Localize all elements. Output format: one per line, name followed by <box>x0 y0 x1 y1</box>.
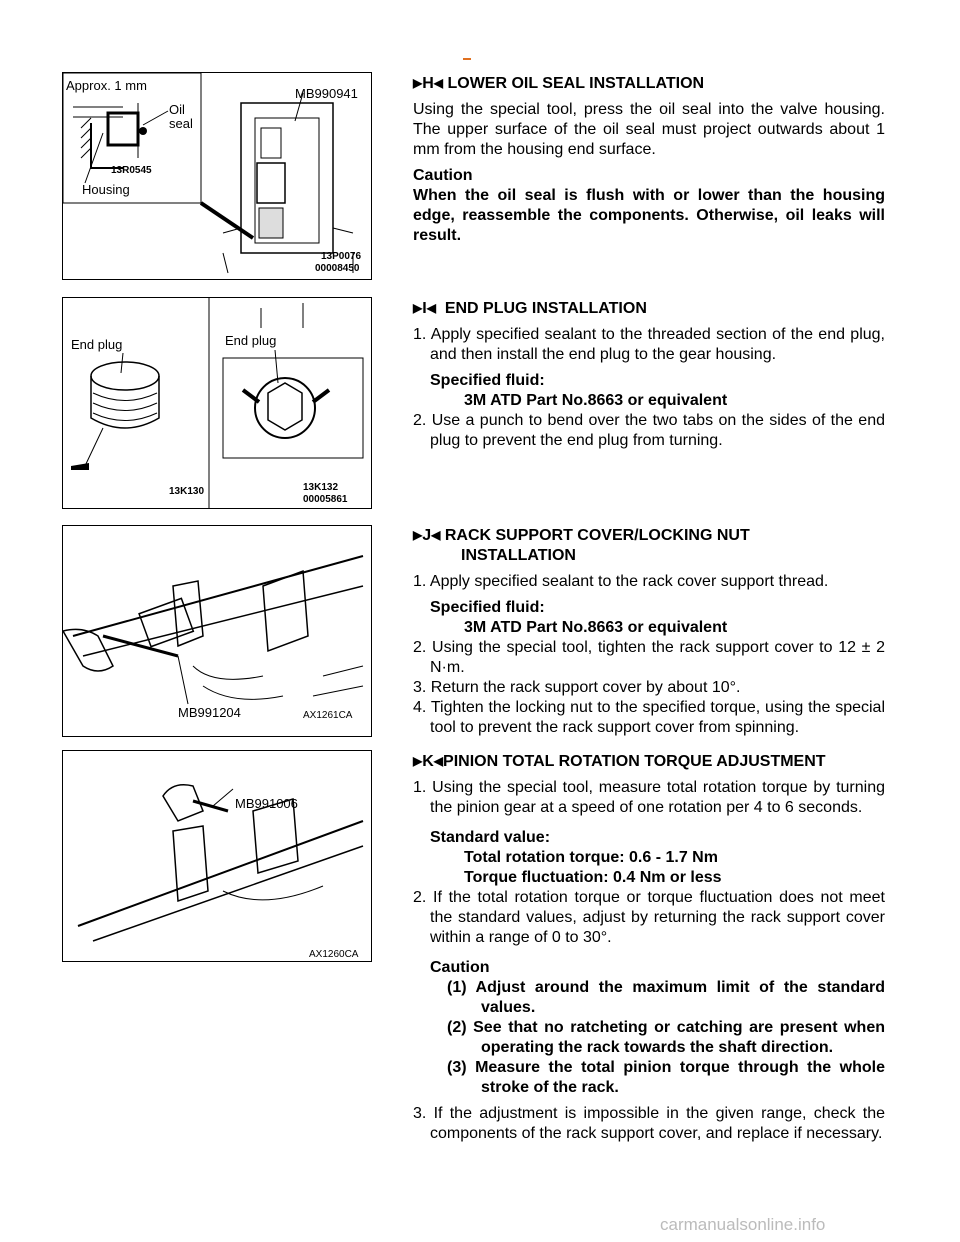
section-k: ▶K◀PINION TOTAL ROTATION TORQUE ADJUSTME… <box>413 751 885 1144</box>
section-letter: K <box>422 753 434 770</box>
caution-title: Caution <box>430 959 490 976</box>
standard-value-1: Total rotation torque: 0.6 - 1.7 Nm <box>464 849 718 866</box>
figure-code-b: 00005861 <box>303 494 348 505</box>
section-letter: J <box>422 527 432 544</box>
step-1: 1. Apply specified sealant to the rack c… <box>413 573 829 590</box>
approx-label: Approx. 1 mm <box>66 78 147 93</box>
left-triangle-icon: ◀ <box>433 76 444 90</box>
section-title: END PLUG INSTALLATION <box>444 300 647 317</box>
pinion-torque-illustration <box>77 784 364 942</box>
step-1: 1. Apply specified sealant to the thread… <box>413 326 885 363</box>
figure-code-a: 13P0076 <box>321 251 362 262</box>
figure-code: AX1261CA <box>303 710 353 721</box>
footer-watermark[interactable]: carmanualsonline.info <box>660 1215 826 1234</box>
standard-value-2: Torque fluctuation: 0.4 Nm or less <box>464 869 722 886</box>
right-triangle-icon: ▶ <box>413 528 423 542</box>
right-triangle-icon: ▶ <box>413 301 423 315</box>
section-h: ▶H◀ LOWER OIL SEAL INSTALLATION Using th… <box>413 73 885 246</box>
figure-code: AX1260CA <box>309 949 359 960</box>
end-plug-right-label: End plug <box>225 333 277 348</box>
spec-label: Specified fluid: <box>430 599 545 616</box>
section-h-heading: ▶H◀ LOWER OIL SEAL INSTALLATION <box>413 73 885 94</box>
caution-2: (2) See that no ratcheting or catching a… <box>447 1019 885 1056</box>
left-triangle-icon: ◀ <box>426 301 436 315</box>
caution-text: When the oil seal is flush with or lower… <box>413 187 885 244</box>
figure-rack-support-cover: MB991204 AX1261CA <box>62 525 372 737</box>
oil-seal-label: Oil seal <box>169 102 193 131</box>
step-4: 4. Tighten the locking nut to the specif… <box>413 699 885 736</box>
section-j-heading: ▶J◀ RACK SUPPORT COVER/LOCKING NUT <box>413 525 885 546</box>
end-plug-illustration <box>71 298 364 508</box>
figure-end-plug: End plug End plug 13K130 13K132 00005861 <box>62 297 372 509</box>
caution-3: (3) Measure the total pinion torque thro… <box>447 1059 885 1096</box>
housing-label: Housing <box>82 182 130 197</box>
step-2: 2. If the total rotation torque or torqu… <box>413 889 885 946</box>
step-2: 2. Use a punch to bend over the two tabs… <box>413 412 885 449</box>
right-triangle-icon: ▶ <box>413 76 423 90</box>
step-3: 3. If the adjustment is impossible in th… <box>413 1105 885 1142</box>
left-triangle-icon: ◀ <box>431 528 441 542</box>
standard-label: Standard value: <box>430 829 551 846</box>
section-h-body: Using the special tool, press the oil se… <box>413 101 885 158</box>
figure-code-right: 13K132 <box>303 482 339 493</box>
figure-pinion-torque: MB991006 AX1260CA <box>62 750 372 962</box>
tool-number-label: MB991006 <box>235 796 298 811</box>
left-triangle-icon: ◀ <box>433 754 444 768</box>
section-k-heading: ▶K◀PINION TOTAL ROTATION TORQUE ADJUSTME… <box>413 751 885 772</box>
spec-value: 3M ATD Part No.8663 or equivalent <box>464 392 728 409</box>
right-triangle-icon: ▶ <box>413 754 423 768</box>
tool-number-label: MB991204 <box>178 705 241 720</box>
rack-support-illustration <box>63 555 364 705</box>
step-1: 1. Using the special tool, measure total… <box>413 779 885 816</box>
figure-oil-seal-installation: MB990941 Approx. 1 mm Oil seal Housing 1… <box>62 72 372 280</box>
section-i: ▶I◀ END PLUG INSTALLATION 1. Apply speci… <box>413 298 885 451</box>
figure-code-left: 13K130 <box>169 486 205 497</box>
section-j: ▶J◀ RACK SUPPORT COVER/LOCKING NUT INSTA… <box>413 525 885 738</box>
section-letter: I <box>422 300 427 317</box>
caution-title: Caution <box>413 167 473 184</box>
spec-value: 3M ATD Part No.8663 or equivalent <box>464 619 728 636</box>
caution-1: (1) Adjust around the maximum limit of t… <box>447 979 885 1016</box>
step-3: 3. Return the rack support cover by abou… <box>413 679 741 696</box>
orange-tick-mark <box>463 58 471 60</box>
end-plug-left-label: End plug <box>71 337 123 352</box>
spec-label: Specified fluid: <box>430 372 545 389</box>
section-title: LOWER OIL SEAL INSTALLATION <box>447 75 705 92</box>
section-letter: H <box>422 75 434 92</box>
section-i-heading: ▶I◀ END PLUG INSTALLATION <box>413 298 885 319</box>
section-title-line2: INSTALLATION <box>461 547 576 564</box>
section-title-line1: RACK SUPPORT COVER/LOCKING NUT <box>444 527 750 544</box>
figure-code-b: 00008450 <box>315 263 360 274</box>
inset-code: 13R0545 <box>111 165 152 176</box>
section-title: PINION TOTAL ROTATION TORQUE ADJUSTMENT <box>443 753 826 770</box>
step-2: 2. Using the special tool, tighten the r… <box>413 639 885 676</box>
oil-seal-tool-illustration <box>63 73 354 274</box>
tool-number-label: MB990941 <box>295 86 358 101</box>
